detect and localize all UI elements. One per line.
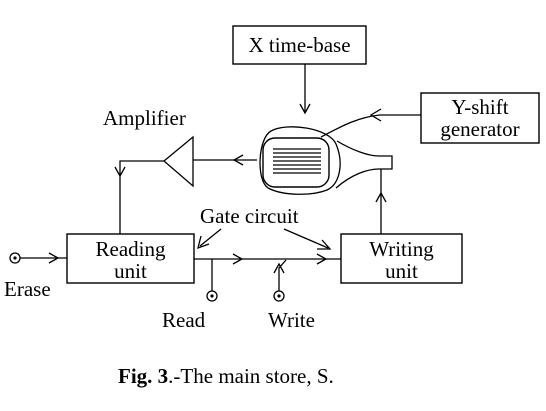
x-time-base-connector	[299, 64, 311, 115]
amplifier-label: Amplifier	[103, 106, 186, 130]
erase-label: Erase	[4, 277, 51, 301]
writing-unit-block: Writing unit	[340, 233, 463, 284]
read-terminal	[206, 259, 218, 302]
reading-unit-label-line1: Reading	[96, 237, 166, 261]
writing-to-crt-connector	[375, 169, 387, 234]
figure-caption-text: .-The main store, S.	[168, 364, 334, 388]
read-label: Read	[162, 308, 206, 332]
x-time-base-label: X time-base	[248, 33, 350, 57]
erase-terminal	[9, 252, 67, 264]
read-write-connector	[194, 253, 341, 265]
storage-lines-icon	[273, 148, 321, 174]
gate-circuit-arrows	[197, 228, 332, 250]
writing-unit-label-line1: Writing	[369, 237, 434, 261]
y-shift-label-line2: generator	[440, 117, 519, 141]
gate-circuit-label: Gate circuit	[200, 204, 299, 228]
write-label: Write	[268, 308, 315, 332]
y-shift-connector	[320, 108, 421, 138]
writing-unit-label-line2: unit	[385, 259, 418, 283]
crt-to-amplifier-connector	[193, 154, 257, 166]
amplifier-to-reading-connector	[114, 160, 164, 234]
cathode-ray-tube	[259, 126, 393, 195]
reading-unit-label-line2: unit	[114, 259, 147, 283]
figure-caption-number: Fig. 3	[118, 364, 168, 388]
x-time-base-block: X time-base	[232, 25, 367, 65]
y-shift-generator-block: Y-shift generator	[420, 92, 540, 144]
figure-caption: Fig. 3.-The main store, S.	[118, 364, 334, 388]
y-shift-label-line1: Y-shift	[451, 95, 508, 119]
reading-unit-block: Reading unit	[66, 233, 195, 284]
amplifier-icon	[162, 135, 194, 188]
write-terminal	[273, 259, 287, 302]
